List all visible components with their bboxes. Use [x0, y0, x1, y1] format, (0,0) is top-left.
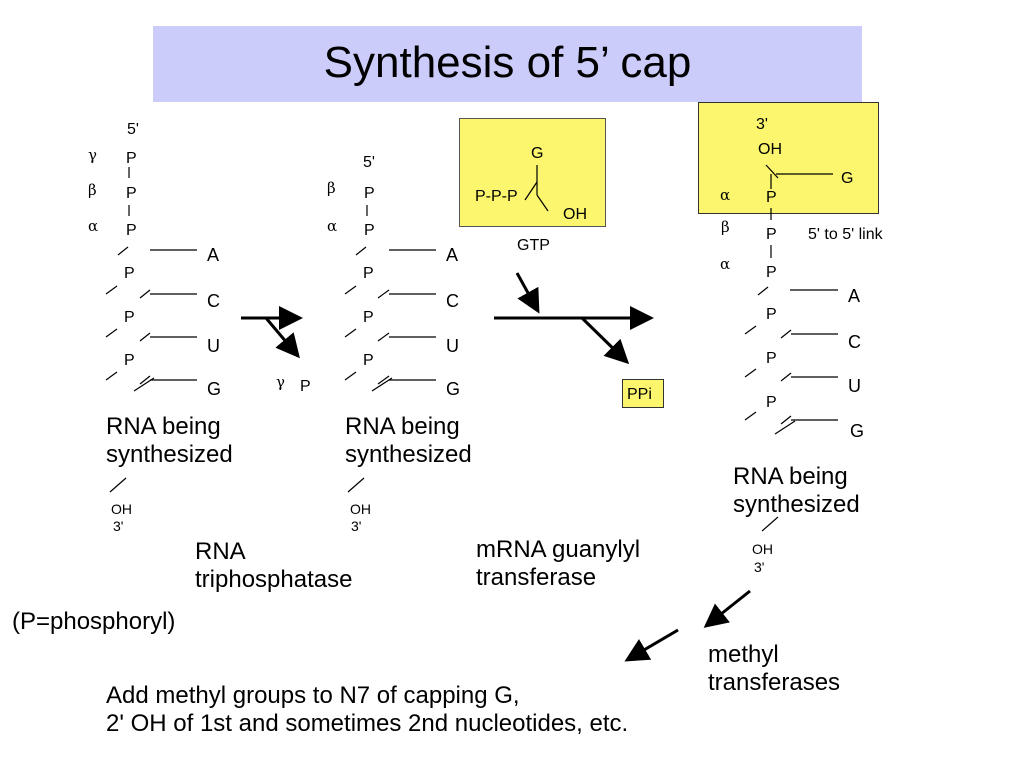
strand1-base-g: G — [207, 379, 222, 399]
capped-phosphate-beta: P — [766, 226, 777, 243]
triphosphatase-label-line1: RNA — [195, 538, 246, 565]
strand2-base-g: G — [446, 379, 461, 399]
strand1-gamma-label: γ — [88, 146, 97, 164]
capped-oh: OH — [752, 541, 773, 557]
strand2-base-c: C — [446, 291, 459, 311]
cap-phosphate-alpha: P — [766, 189, 777, 206]
strand1-caption-line2: synthesized — [106, 441, 233, 468]
gtp-box — [459, 118, 606, 227]
cap-box — [698, 102, 879, 214]
capped-alpha-label: α — [720, 255, 731, 273]
strand2-alpha-label: α — [327, 217, 338, 235]
strand1-phosphate: P — [124, 352, 135, 369]
strand1-base-u: U — [207, 336, 220, 356]
triphosphatase-label-line2: triphosphatase — [195, 566, 353, 593]
guanylyl-label-line2: transferase — [476, 564, 597, 591]
strand1-phosphate-alpha: P — [126, 222, 137, 239]
capped-three-prime: 3' — [754, 559, 765, 575]
gtp-guanine: G — [531, 145, 544, 162]
strand2-phosphate-alpha: P — [364, 222, 375, 239]
strand2-beta-label: β — [327, 179, 336, 197]
strand2-three-prime: 3' — [351, 518, 362, 534]
footer-line2: 2' OH of 1st and sometimes 2nd nucleotid… — [106, 710, 629, 737]
ppi-label: PPi — [627, 386, 652, 403]
capped-phosphate: P — [766, 394, 777, 411]
strand1-alpha-label: α — [88, 217, 99, 235]
strand2-phosphate: P — [363, 265, 374, 282]
released-gamma-label: γ — [276, 373, 285, 391]
released-gamma-phosphate: P — [300, 378, 311, 395]
page-title: Synthesis of 5’ cap — [323, 38, 692, 87]
strand1-phosphate-beta: P — [126, 185, 137, 202]
strand2-base-a: A — [446, 245, 459, 265]
methyl-label-line1: methyl — [708, 641, 779, 668]
gtp-label: GTP — [517, 237, 550, 254]
methyl-label-line2: transferases — [708, 669, 841, 696]
phosphoryl-note: (P=phosphoryl) — [12, 608, 176, 635]
strand2-oh: OH — [350, 501, 371, 517]
strand1-phosphate-gamma: P — [126, 150, 137, 167]
strand1-caption-line1: RNA being — [106, 413, 221, 440]
capped-beta-label: β — [721, 218, 730, 236]
strand1-base-a: A — [207, 245, 220, 265]
title-bar: Synthesis of 5’ cap — [153, 26, 862, 102]
link-label: 5' to 5' link — [808, 226, 883, 243]
strand2-base-u: U — [446, 336, 459, 356]
capped-phosphate-alpha: P — [766, 264, 777, 281]
gtp-oh: OH — [563, 206, 587, 223]
strand2-phosphate-beta: P — [364, 185, 375, 202]
ppi-box — [622, 379, 664, 408]
cap-oh: OH — [758, 141, 782, 158]
cap-three-prime: 3' — [756, 116, 768, 133]
strand1-phosphate: P — [124, 309, 135, 326]
strand2-five-prime: 5' — [363, 154, 375, 171]
capped-base-u: U — [848, 376, 861, 396]
strand2-caption-line2: synthesized — [345, 441, 472, 468]
strand1-beta-label: β — [88, 181, 97, 199]
strand2-phosphate: P — [363, 309, 374, 326]
strand1-five-prime: 5' — [127, 121, 139, 138]
capped-caption-line1: RNA being — [733, 463, 848, 490]
cap-guanine: G — [841, 170, 854, 187]
strand1-oh: OH — [111, 501, 132, 517]
strand1-phosphate: P — [124, 265, 135, 282]
strand1-base-c: C — [207, 291, 220, 311]
capped-base-c: C — [848, 332, 861, 352]
capped-base-a: A — [848, 286, 861, 306]
guanylyl-label-line1: mRNA guanylyl — [476, 536, 641, 563]
strand2-phosphate: P — [363, 352, 374, 369]
cap-alpha-label: α — [720, 186, 731, 204]
capped-phosphate: P — [766, 306, 777, 323]
capped-base-g: G — [850, 421, 865, 441]
footer-line1: Add methyl groups to N7 of capping G, — [106, 682, 520, 709]
capped-caption-line2: synthesized — [733, 491, 860, 518]
strand1-three-prime: 3' — [113, 518, 124, 534]
gtp-triphosphate: P-P-P — [475, 188, 518, 205]
strand2-caption-line1: RNA being — [345, 413, 460, 440]
capped-phosphate: P — [766, 350, 777, 367]
